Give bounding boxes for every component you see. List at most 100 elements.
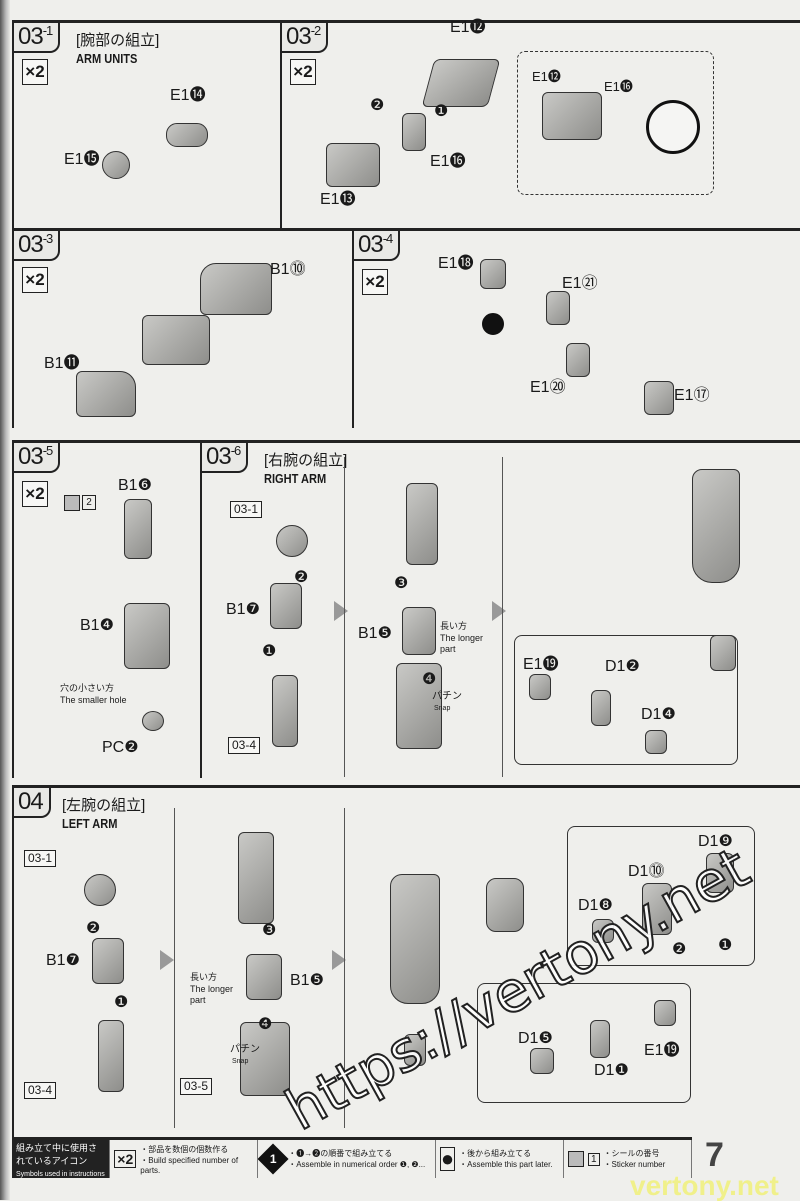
ref-step-03-1: 03-1 [230,501,263,518]
part-pc-2 [142,711,164,731]
step-marker: ❹ [422,671,437,688]
snap-en: Snap [232,1058,249,1065]
count-x2-icon: ×2 [290,59,316,85]
part-label: E1⑰ [674,387,710,404]
note-jp: 長い方 [190,972,218,982]
step-03-4-panel: 03-4 ×2 E1⓲ E1㉑ E1⑳ E1⑰ [352,228,800,428]
step-04-panel: 04 [左腕の組立] LEFT ARM 03-1 03-4 ❷ B1❼ ❶ ❸ … [12,785,800,1138]
part-label: E1⓭ [320,191,356,208]
part-hand [710,635,736,671]
part-label: E1⓬ [532,69,561,84]
part-e1-15 [102,151,130,179]
step-diamond-icon: 1 [258,1143,289,1175]
step-number: 03-4 [352,228,401,261]
part-label: B1❻ [118,477,152,494]
part-label: B1⓾ [270,261,306,278]
step-number: 03-5 [12,440,61,473]
section-title-jp: [右腕の組立] [264,452,348,469]
part-label: D1❷ [605,658,640,675]
step-03-2-panel: 03-2 ×2 E1⓬ E1⓭ E1⓰ ❷ ❶ E1⓬ E1⓰ [280,19,800,231]
part-d1-2 [591,690,611,726]
part-label: D1⓾ [628,863,665,880]
part-d1-8 [592,919,614,943]
detail-inset-top: D1❾ D1⓾ D1❽ ❶ ❷ [567,826,755,966]
assemble-later-icon: ● [439,1146,456,1171]
step-03-5-panel: 03-5 ×2 2 B1❻ B1❹ PC❷ 穴の小さい方 The smaller… [12,440,202,778]
part-forearm [240,1022,290,1096]
part-label: B1❼ [226,601,260,618]
part-forearm [396,663,442,749]
part-e1-14 [166,123,208,147]
part-elbow [276,525,308,557]
legend-en: ・Sticker number [603,1160,666,1169]
divider [502,457,503,777]
legend-en: ・Assemble in numerical order ❶, ❷... [288,1160,426,1169]
divider [174,808,175,1128]
next-arrow-icon [492,601,506,621]
note-jp: 長い方 [440,621,468,631]
snap-jp: パチン [432,691,462,702]
legend-title-en: Symbols used in instructions [16,1170,105,1178]
part-arm-assembled [692,469,740,583]
step-marker: ❶ [114,994,129,1011]
step-03-3-panel: 03-3 ×2 B1⓾ B1⓫ [12,228,354,428]
detail-inset-bottom: E1⓳ D1❺ D1❶ [477,983,691,1103]
step-number: 04 [12,785,51,818]
count-x2-icon: ×2 [22,267,48,293]
note-en: The smaller hole [60,695,127,705]
part-b1-4 [124,603,170,669]
part-b1-7 [270,583,302,629]
part-label: E1⓰ [604,79,633,94]
count-x2-icon: ×2 [362,269,388,295]
legend-item-count: ×2 ・部品を数個の個数作る・Build specified number of… [110,1140,259,1178]
part-e1-13 [326,143,380,187]
step-03-6-panel: 03-6 [右腕の組立] RIGHT ARM 03-1 03-4 B1❼ ❷ ❶… [200,440,800,778]
step-03-1-panel: 03-1 [腕部の組立] ARM UNITS ×2 E1⓮ E1⓯ [12,20,280,231]
step-diamond-number: 1 [269,1152,277,1166]
section-title-en: ARM UNITS [76,51,138,66]
part-e1-12 [421,59,501,107]
count-x2-icon: ×2 [114,1150,137,1168]
part-b1-11 [76,371,136,417]
note-en: The longer [190,984,234,994]
part-label: D1❺ [518,1030,553,1047]
step-marker: ❷ [86,920,101,937]
sticker-icon [567,1151,584,1167]
section-title-jp: [左腕の組立] [62,797,146,814]
step-number: 03-6 [200,440,249,473]
part-label: E1⑳ [530,379,566,396]
part-label: B1❼ [46,952,80,969]
next-arrow-icon [160,950,174,970]
part-label: D1❽ [578,897,613,914]
sticker-number: 1 [587,1152,600,1166]
part-e1-21 [546,291,570,325]
part-d1-1 [590,1020,610,1058]
note-en: The longer [440,633,484,643]
part-d1-10 [642,883,672,935]
part-e1-20 [566,343,590,377]
step-marker: ❷ [672,941,687,958]
divider [344,808,345,1128]
part-label: E1⓬ [450,19,486,36]
part-d1-5 [530,1048,554,1074]
divider [344,457,345,777]
part-label: E1⓳ [644,1042,680,1059]
part-label: D1❾ [698,833,733,850]
legend-item-later: ● ・後から組み立てる・Assemble this part later. [436,1140,564,1178]
part-label: D1❶ [594,1062,629,1079]
symbols-legend: 組み立て中に使用されているアイコン Symbols used in instru… [12,1137,692,1178]
part-b1-5 [402,607,436,655]
part-upper-arm [406,483,438,565]
page-binding [0,0,10,1200]
part-b1-10 [200,263,272,315]
step-marker: ❶ [718,937,733,954]
sticker-number: 2 [82,495,96,510]
step-marker: ❷ [294,569,309,586]
legend-item-sticker: 1 ・シールの番号・Sticker number [564,1140,692,1178]
part-d1-9 [706,853,734,893]
part-e1-19 [529,674,551,700]
part-e1-16 [402,113,426,151]
step-marker: ❹ [258,1016,273,1033]
sticker-icon [64,495,80,511]
part-b1-5 [246,954,282,1000]
